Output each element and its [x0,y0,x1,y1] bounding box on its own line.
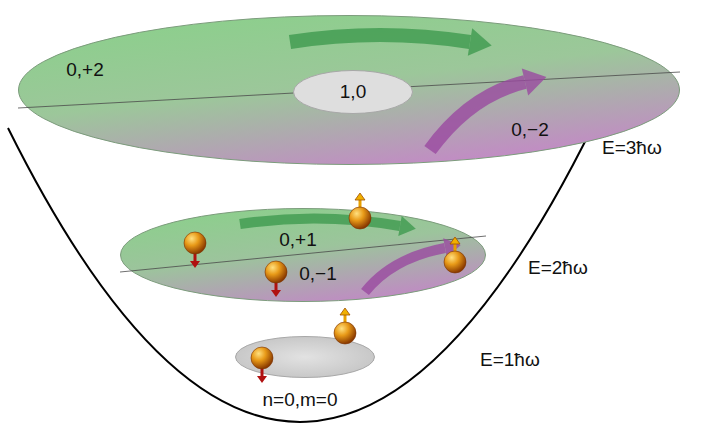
quantum-number: 0,+2 [66,60,104,81]
spin-particle [184,232,206,268]
energy-label: E=1ħω [480,350,540,371]
quantum-number: 0,+1 [279,230,317,251]
spin-particle [265,261,287,297]
inner-disk: 1,0 [293,70,413,114]
quantum-number: 0,−2 [511,120,549,141]
quantum-number: n=0,m=0 [263,390,338,411]
quantum-number: 0,−1 [299,264,337,285]
spin-particle [251,347,273,383]
energy-label: E=2ħω [528,258,588,279]
energy-label: E=3ħω [602,138,662,159]
spin-particle [349,193,371,229]
spin-particle [334,308,356,344]
spin-particle [444,237,466,273]
quantum-number: 1,0 [340,82,366,103]
